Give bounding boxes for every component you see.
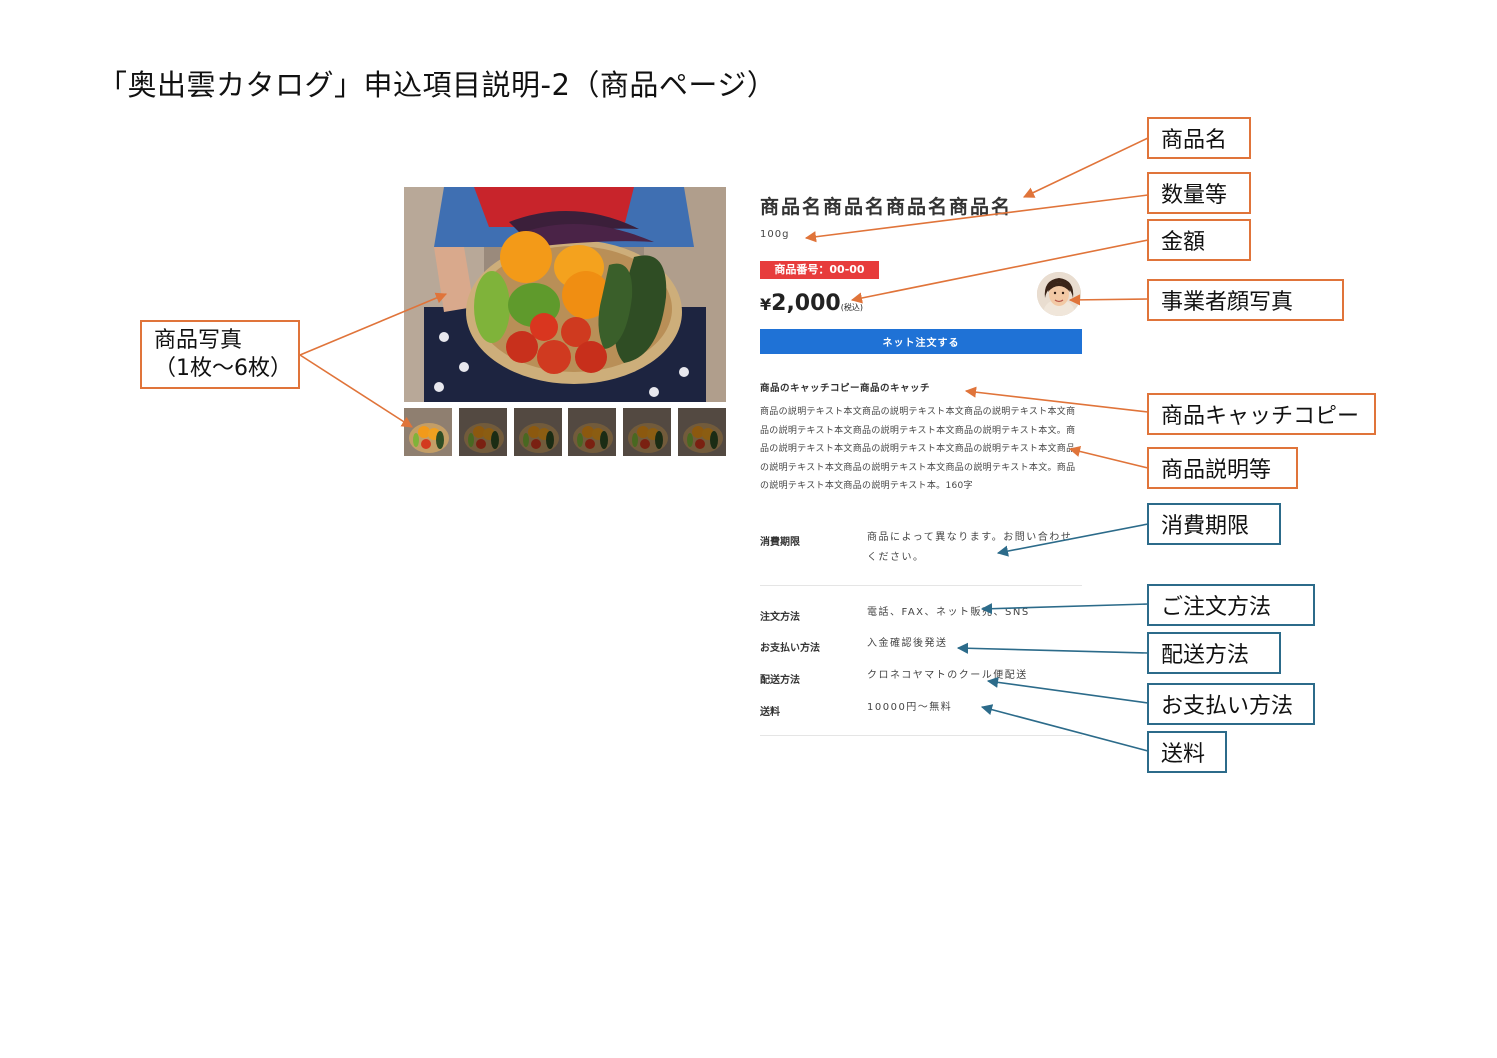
annotation-photo-line2: （1枚～6枚）: [154, 355, 292, 381]
annotation-order-method: ご注文方法: [1147, 584, 1315, 626]
vegetable-basket-image: [404, 187, 726, 402]
product-price: ¥2,000(税込): [760, 291, 863, 316]
delivery-value: クロネコヤマトのクール便配送: [867, 670, 1028, 681]
shipping-label: 送料: [760, 707, 780, 718]
delivery-label: 配送方法: [760, 675, 800, 686]
seller-avatar-image: [1037, 272, 1081, 316]
shipping-value: 10000円～無料: [867, 702, 953, 713]
price-value: 2,000: [771, 291, 841, 316]
annotation-payment: お支払い方法: [1147, 683, 1315, 725]
annotation-seller-photo: 事業者顔写真: [1147, 279, 1344, 321]
thumbnail-1[interactable]: [404, 408, 452, 456]
spec-divider: [760, 585, 1082, 586]
thumbnail-6[interactable]: [678, 408, 726, 456]
spec-divider-bottom: [760, 735, 1082, 736]
expiry-label: 消費期限: [760, 537, 800, 548]
annotation-shipping: 送料: [1147, 731, 1227, 773]
order-method-value: 電話、FAX、ネット販売、SNS: [867, 607, 1030, 618]
annotation-product-name: 商品名: [1147, 117, 1251, 159]
annotation-catch-copy: 商品キャッチコピー: [1147, 393, 1376, 435]
product-number-badge: 商品番号：00-00: [760, 261, 879, 279]
product-description: 商品の説明テキスト本文商品の説明テキスト本文商品の説明テキスト本文商品の説明テキ…: [760, 407, 1076, 491]
annotation-photo-line1: 商品写真: [154, 327, 243, 353]
price-tax-note: (税込): [840, 303, 863, 312]
expiry-value: 商品によって異なります。お問い合わせください。: [867, 532, 1073, 563]
product-name: 商品名商品名商品名商品名: [760, 196, 1013, 218]
thumbnail-5[interactable]: [623, 408, 671, 456]
annotation-price: 金額: [1147, 219, 1251, 261]
thumbnail-4[interactable]: [568, 408, 616, 456]
annotation-delivery: 配送方法: [1147, 632, 1281, 674]
product-catch-copy: 商品のキャッチコピー商品のキャッチ: [760, 383, 931, 394]
annotation-expiry: 消費期限: [1147, 503, 1281, 545]
annotation-description: 商品説明等: [1147, 447, 1298, 489]
seller-face-photo: [1037, 272, 1081, 316]
net-order-button[interactable]: ネット注文する: [760, 329, 1082, 354]
product-main-photo[interactable]: [404, 187, 726, 402]
product-quantity: 100g: [760, 229, 790, 240]
price-currency: ¥: [760, 295, 772, 314]
payment-label: お支払い方法: [760, 643, 820, 654]
page-title: 「奥出雲カタログ」申込項目説明-2（商品ページ）: [98, 68, 777, 102]
thumbnail-2[interactable]: [459, 408, 507, 456]
order-method-label: 注文方法: [760, 612, 800, 623]
payment-value: 入金確認後発送: [867, 638, 948, 649]
thumbnail-3[interactable]: [514, 408, 562, 456]
annotation-product-photo: 商品写真 （1枚～6枚）: [140, 320, 300, 389]
annotation-quantity: 数量等: [1147, 172, 1251, 214]
